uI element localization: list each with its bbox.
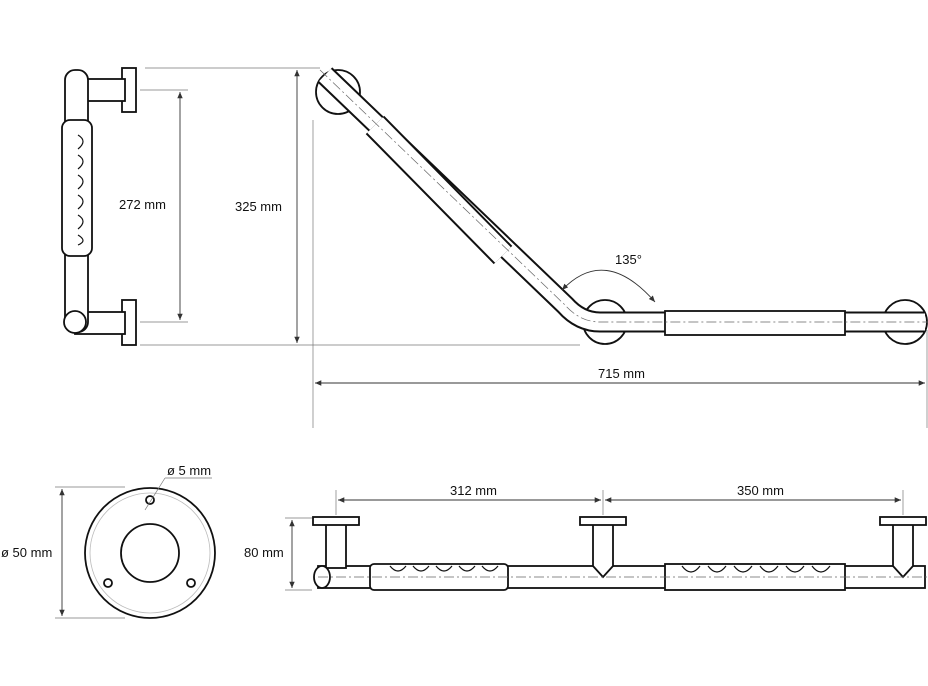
top-view: 312 mm 350 mm 80 mm (244, 483, 928, 591)
post-flange (579, 516, 627, 526)
grip-pattern (681, 565, 831, 573)
post (325, 523, 347, 569)
flange-center-hole (120, 523, 180, 583)
angle-label: 135° (615, 252, 642, 267)
flange-diameter-label: ø 50 mm (1, 545, 52, 560)
screw-hole (103, 578, 113, 588)
post-flange (312, 516, 360, 526)
spacing-left-label: 312 mm (450, 483, 497, 498)
post (892, 523, 914, 579)
grip-pattern (389, 565, 499, 572)
side-view: 272 mm 325 mm (61, 67, 580, 346)
flange-detail: ø 5 mm ø 50 mm (1, 463, 216, 619)
angled-grip-sleeve (367, 117, 511, 263)
hole-diameter-label: ø 5 mm (167, 463, 211, 478)
height-total-label: 325 mm (235, 199, 282, 214)
post (592, 523, 614, 579)
front-view: 715 mm 135° (312, 67, 928, 428)
width-total-label: 715 mm (598, 366, 645, 381)
screw-hole (186, 578, 196, 588)
horizontal-grip-sleeve (664, 310, 846, 336)
depth-label: 80 mm (244, 545, 284, 560)
spacing-right-label: 350 mm (737, 483, 784, 498)
angled-tube-outline (317, 67, 925, 333)
grip-pattern (77, 134, 84, 246)
angle-arc (561, 269, 656, 303)
grip-sleeve (61, 119, 93, 257)
height-inner-label: 272 mm (119, 197, 166, 212)
post-flange (879, 516, 927, 526)
tube-end (63, 310, 87, 334)
screw-hole (145, 495, 155, 505)
